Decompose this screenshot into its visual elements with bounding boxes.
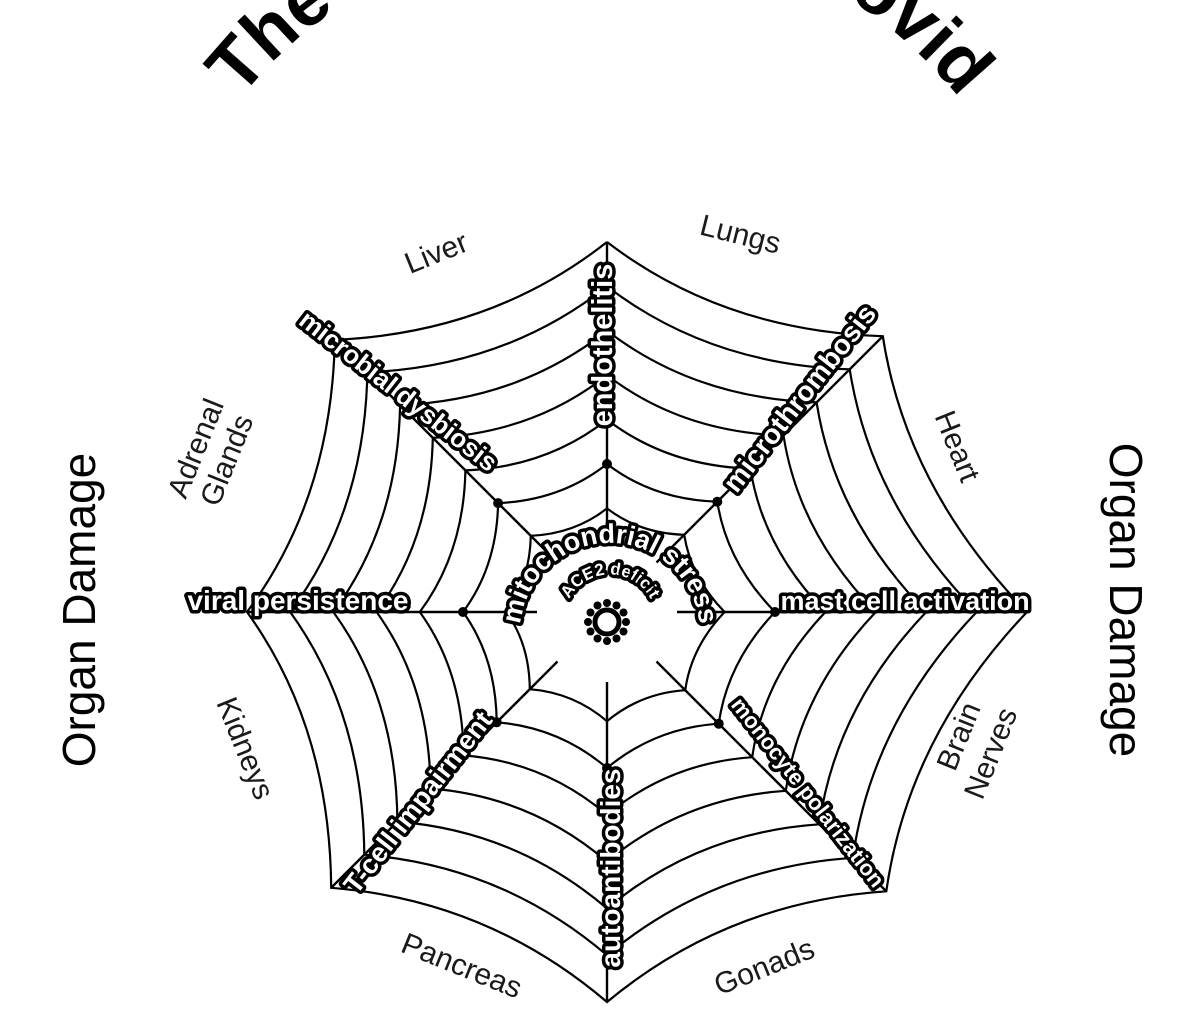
center-ace2-deficit: ACE2 deficit bbox=[557, 559, 664, 601]
virus-icon bbox=[584, 599, 630, 645]
virus-spike bbox=[612, 634, 621, 643]
organ-gonads: Gonads bbox=[710, 932, 820, 1002]
organ-lungs: Lungs bbox=[697, 209, 784, 261]
web-ring bbox=[332, 329, 928, 910]
virus-spike bbox=[622, 618, 630, 626]
web-knot bbox=[602, 459, 612, 469]
virus-spike bbox=[619, 627, 628, 636]
organ-damage-right-label: Organ Damage bbox=[1100, 443, 1152, 758]
spoke-microbial-dysbiosis: microbial dysbiosis bbox=[294, 304, 504, 477]
virus-spike bbox=[586, 627, 595, 636]
web-ring bbox=[418, 418, 827, 817]
web-knot bbox=[770, 607, 780, 617]
web-ring bbox=[375, 374, 878, 864]
web-knot bbox=[491, 717, 502, 728]
spoke-microthrombosis: microthrombosis bbox=[717, 298, 882, 497]
web-knot bbox=[602, 763, 612, 773]
virus-spike bbox=[603, 637, 611, 645]
web-ring bbox=[288, 285, 979, 957]
diagram-title: The Web of Long Covid bbox=[190, 0, 1010, 109]
virus-spike bbox=[586, 608, 595, 617]
web-spoke bbox=[333, 338, 559, 564]
spoke-mast-cell-activation: mast cell activation bbox=[780, 586, 1029, 616]
web-spoke bbox=[655, 335, 884, 564]
web-spoke bbox=[655, 660, 888, 893]
web-spoke bbox=[330, 660, 559, 889]
web-ring bbox=[245, 241, 1029, 1004]
organ-damage-left-label: Organ Damage bbox=[53, 453, 105, 768]
web-knot bbox=[713, 718, 724, 729]
spoke-endothelitis: endothelitis bbox=[587, 264, 619, 427]
virus-spike bbox=[603, 599, 611, 607]
web-knot bbox=[493, 498, 504, 509]
spider-web bbox=[245, 241, 1029, 1004]
organ-kidneys: Kidneys bbox=[210, 693, 281, 804]
web-knot bbox=[712, 496, 723, 507]
virus-spike bbox=[593, 634, 602, 643]
virus-body bbox=[592, 607, 622, 637]
spoke-viral-persistence: viral persistence bbox=[187, 585, 408, 616]
web-knot bbox=[458, 607, 468, 617]
organ-heart: Heart bbox=[928, 406, 986, 487]
web-ring bbox=[504, 507, 727, 723]
spoke-autoantibodies: autoantibodies bbox=[595, 768, 626, 967]
organ-pancreas: Pancreas bbox=[397, 927, 527, 1005]
virus-spike bbox=[612, 601, 621, 610]
virus-spike bbox=[619, 608, 628, 617]
virus-spike bbox=[593, 601, 602, 610]
organ-liver: Liver bbox=[400, 226, 473, 281]
virus-spike bbox=[584, 618, 592, 626]
